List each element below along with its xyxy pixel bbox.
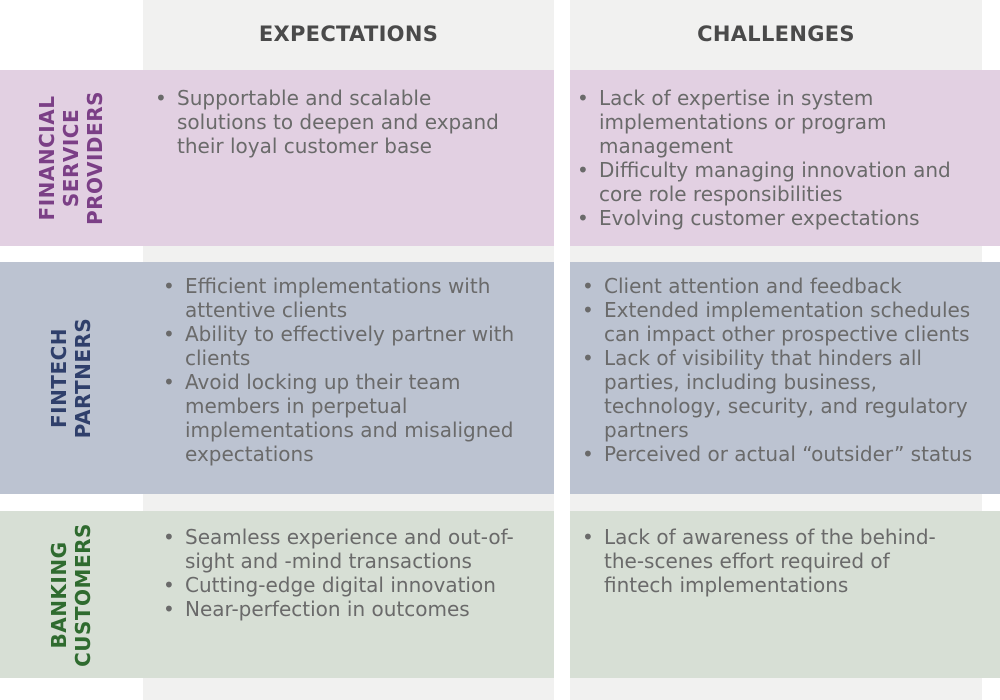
list-item: Efficient implementations with attentive… bbox=[163, 274, 528, 322]
expectations-header: EXPECTATIONS bbox=[258, 22, 439, 46]
row-label-cell: FINANCIAL SERVICE PROVIDERS bbox=[0, 70, 143, 246]
row-label-cell: BANKING CUSTOMERS bbox=[0, 511, 143, 678]
row-fintech-partners: FINTECH PARTNERS Efficient implementatio… bbox=[0, 262, 1000, 494]
challenges-cell: Lack of awareness of the behind-the-scen… bbox=[570, 511, 1000, 678]
row-banking-customers: BANKING CUSTOMERS Seamless experience an… bbox=[0, 511, 1000, 678]
list-item: Client attention and feedback bbox=[582, 274, 987, 298]
row-label-line: FINTECH bbox=[47, 327, 71, 429]
list-item: Near-perfection in outcomes bbox=[163, 597, 523, 621]
row-label-line: SERVICE bbox=[59, 108, 83, 208]
list-item: Lack of expertise in system implementati… bbox=[577, 86, 977, 158]
list-item: Lack of awareness of the behind-the-scen… bbox=[582, 525, 962, 597]
challenges-list: Lack of awareness of the behind-the-scen… bbox=[582, 525, 962, 597]
row-label: FINTECH PARTNERS bbox=[47, 318, 95, 439]
row-label: FINANCIAL SERVICE PROVIDERS bbox=[35, 91, 107, 225]
row-label: BANKING CUSTOMERS bbox=[47, 523, 95, 667]
row-label-line: CUSTOMERS bbox=[71, 522, 95, 667]
expectations-list: Supportable and scalable solutions to de… bbox=[155, 86, 525, 158]
list-item: Ability to effectively partner with clie… bbox=[163, 322, 528, 370]
row-label-cell: FINTECH PARTNERS bbox=[0, 262, 143, 494]
list-item: Seamless experience and out-of-sight and… bbox=[163, 525, 523, 573]
list-item: Supportable and scalable solutions to de… bbox=[155, 86, 525, 158]
challenges-header: CHALLENGES bbox=[697, 22, 855, 46]
challenges-list: Client attention and feedback Extended i… bbox=[582, 274, 987, 466]
expectations-list: Seamless experience and out-of-sight and… bbox=[163, 525, 523, 621]
row-financial-service-providers: FINANCIAL SERVICE PROVIDERS Supportable … bbox=[0, 70, 1000, 246]
challenges-list: Lack of expertise in system implementati… bbox=[577, 86, 977, 230]
list-item: Lack of visibility that hinders all part… bbox=[582, 346, 987, 442]
list-item: Difficulty managing innovation and core … bbox=[577, 158, 977, 206]
row-label-line: FINANCIAL bbox=[35, 95, 59, 221]
expectations-cell: Efficient implementations with attentive… bbox=[143, 262, 554, 494]
expectations-cell: Supportable and scalable solutions to de… bbox=[143, 70, 554, 246]
expectations-list: Efficient implementations with attentive… bbox=[163, 274, 528, 466]
list-item: Avoid locking up their team members in p… bbox=[163, 370, 528, 466]
list-item: Evolving customer expectations bbox=[577, 206, 977, 230]
row-label-line: PROVIDERS bbox=[83, 90, 107, 226]
expectations-cell: Seamless experience and out-of-sight and… bbox=[143, 511, 554, 678]
list-item: Extended implementation schedules can im… bbox=[582, 298, 987, 346]
row-label-line: BANKING bbox=[47, 540, 71, 649]
challenges-cell: Lack of expertise in system implementati… bbox=[570, 70, 1000, 246]
list-item: Cutting-edge digital innovation bbox=[163, 573, 523, 597]
list-item: Perceived or actual “outsider” status bbox=[582, 442, 987, 466]
challenges-cell: Client attention and feedback Extended i… bbox=[570, 262, 1000, 494]
row-label-line: PARTNERS bbox=[71, 317, 95, 439]
